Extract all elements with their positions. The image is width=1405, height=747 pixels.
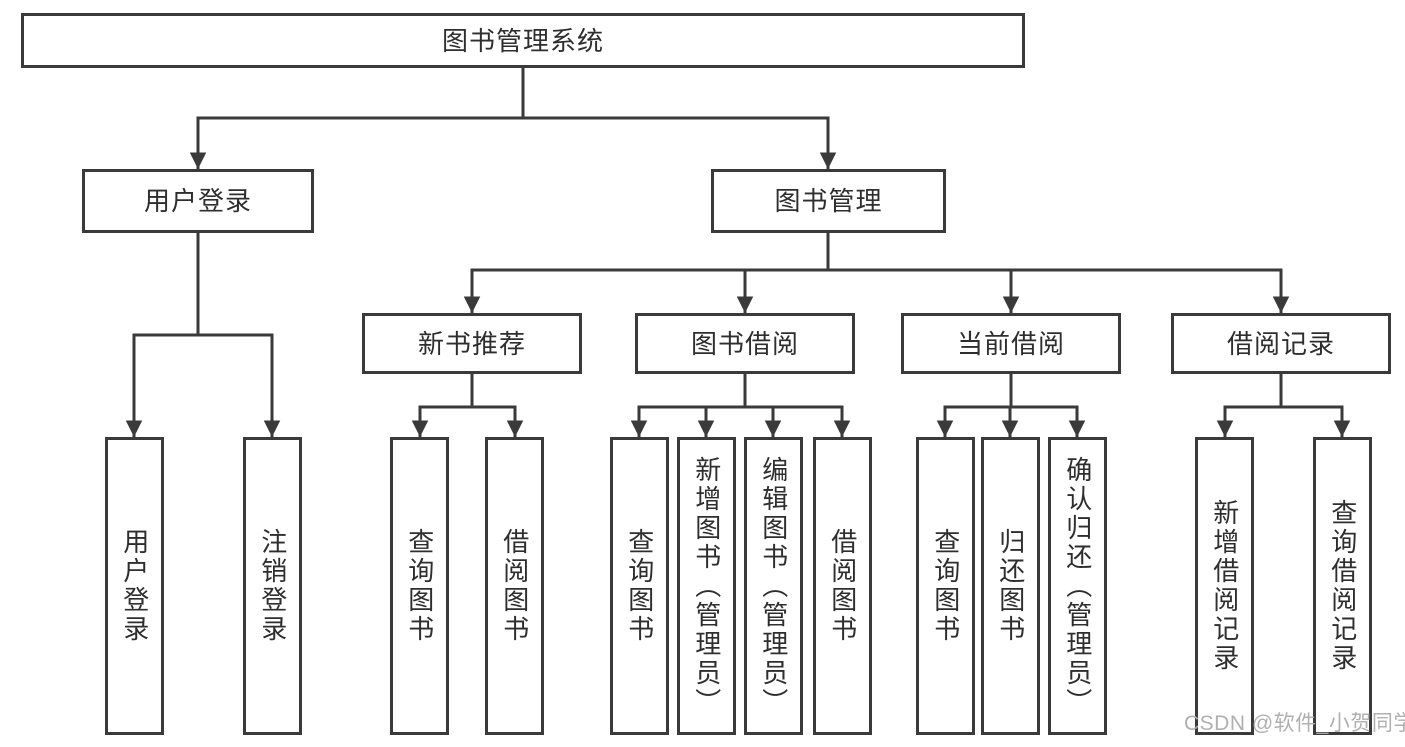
node-leaf-nbr-query-book: 查询图书 (390, 437, 449, 735)
node-label: 新增图书（管理员） (691, 455, 722, 717)
connector-book-mgmt-rail (470, 229, 1283, 272)
node-label: 图书管理 (774, 186, 883, 216)
node-label: 确认归还（管理员） (1062, 455, 1093, 717)
node-leaf-bb-add-book-admin: 新增图书（管理员） (677, 437, 736, 735)
node-label: 借阅记录 (1226, 328, 1335, 359)
node-leaf-cb-confirm-return-admin: 确认归还（管理员） (1048, 437, 1107, 735)
node-user-login: 用户登录 (82, 169, 314, 233)
node-label: 借阅图书 (499, 528, 530, 644)
node-leaf-br-query-record: 查询借阅记录 (1313, 437, 1372, 735)
node-label: 查询借阅记录 (1327, 499, 1358, 673)
node-leaf-cb-return-book: 归还图书 (981, 437, 1040, 735)
node-leaf-logout: 注销登录 (243, 437, 302, 735)
connector-borrow-records-rail (1223, 370, 1344, 409)
connector-root-rail (196, 64, 830, 120)
node-label: 新书推荐 (417, 328, 526, 359)
connector-user-login-rail (132, 229, 274, 337)
node-label: 查询图书 (930, 528, 961, 644)
node-leaf-bb-query-book: 查询图书 (610, 437, 669, 735)
node-new-book-recommend: 新书推荐 (362, 313, 582, 374)
node-label: 归还图书 (995, 528, 1026, 644)
node-label: 借阅图书 (827, 528, 858, 644)
node-label: 查询图书 (624, 528, 655, 644)
node-borrowing-records: 借阅记录 (1171, 313, 1391, 374)
node-book-borrowing: 图书借阅 (635, 313, 855, 374)
node-book-management: 图书管理 (711, 169, 946, 233)
node-label: 查询图书 (404, 528, 435, 644)
node-label: 当前借阅 (956, 328, 1065, 359)
connector-new-book-rail (418, 370, 517, 409)
connector-current-borrow-rail (943, 370, 1079, 409)
node-label: 编辑图书（管理员） (758, 455, 789, 717)
node-leaf-bb-edit-book-admin: 编辑图书（管理员） (744, 437, 803, 735)
node-leaf-bb-borrow-book: 借阅图书 (813, 437, 872, 735)
node-leaf-nbr-borrow-book: 借阅图书 (485, 437, 544, 735)
node-label: 用户登录 (143, 186, 252, 216)
node-label: 新增借阅记录 (1209, 499, 1240, 673)
node-current-borrowing: 当前借阅 (901, 313, 1121, 374)
node-leaf-user-login: 用户登录 (105, 437, 164, 735)
node-label: 用户登录 (119, 528, 150, 644)
node-label: 图书管理系统 (441, 25, 604, 56)
node-label: 图书借阅 (690, 328, 799, 359)
node-leaf-br-add-record: 新增借阅记录 (1195, 437, 1254, 735)
watermark-csdn: CSDN @软件_小贺同学 (1184, 712, 1405, 735)
node-label: 注销登录 (257, 528, 288, 644)
node-library-management-system: 图书管理系统 (21, 13, 1025, 68)
node-leaf-cb-query-book: 查询图书 (916, 437, 975, 735)
connector-book-borrow-rail (637, 370, 844, 409)
